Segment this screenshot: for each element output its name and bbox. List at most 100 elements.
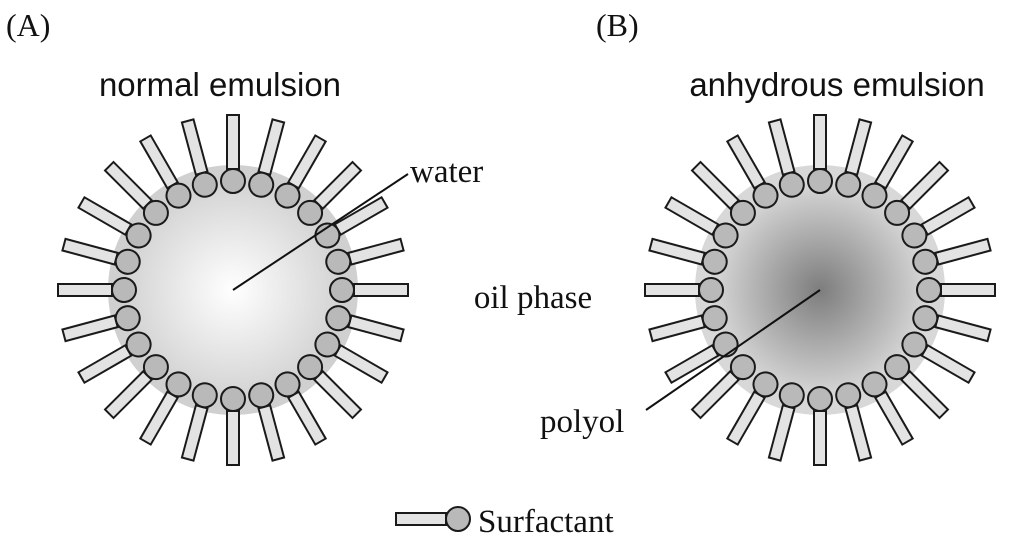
surfactant-head <box>165 182 192 209</box>
panel-a-label: (A) <box>6 7 50 43</box>
surfactant-head <box>901 331 928 358</box>
surfactant-head <box>912 305 939 332</box>
surfactant-molecule-b-1 <box>916 277 996 303</box>
surfactant-head <box>752 371 779 398</box>
surfactant-head <box>114 248 141 275</box>
surfactant-molecule-a-8 <box>180 382 218 462</box>
surfactant-molecule-a-7 <box>220 386 246 466</box>
surfactant-head <box>325 248 352 275</box>
surfactant-head <box>248 171 275 198</box>
surfactant-head <box>191 382 218 409</box>
surfactant-tail <box>286 134 328 190</box>
surfactant-head <box>884 199 911 226</box>
surfactant-molecule-a-21 <box>274 134 328 209</box>
panel-a-title: normal emulsion <box>99 66 341 103</box>
surfactant-molecule-a-11 <box>77 331 152 385</box>
surfactant-molecule-b-14 <box>648 237 728 275</box>
surfactant-head <box>701 305 728 332</box>
panel-b-label: (B) <box>596 7 639 43</box>
surfactant-molecule-a-12 <box>61 305 141 343</box>
surfactant-head <box>701 248 728 275</box>
surfactant-tail <box>333 343 389 385</box>
surfactant-molecule-b-24 <box>912 237 992 275</box>
polyol-label: polyol <box>540 404 624 440</box>
surfactant-head <box>778 171 805 198</box>
surfactant-molecule-a-18 <box>180 118 218 198</box>
surfactant-head <box>220 168 246 194</box>
surfactant-molecule-a-23 <box>314 195 389 249</box>
surfactant-tail <box>61 314 119 343</box>
surfactant-molecule-b-20 <box>835 118 873 198</box>
surfactant-head <box>807 168 833 194</box>
surfactant-tail <box>180 404 209 462</box>
surfactant-molecule-b-4 <box>884 354 950 420</box>
surfactant-head <box>125 222 152 249</box>
surfactant-tail <box>920 343 976 385</box>
surfactant-head <box>729 199 756 226</box>
surfactant-tail <box>873 390 915 446</box>
water-label: water <box>410 154 483 190</box>
surfactant-molecule-a-16 <box>103 160 169 226</box>
surfactant-tail <box>77 195 133 237</box>
surfactant-tail <box>690 160 741 211</box>
surfactant-tail <box>813 410 827 466</box>
surfactant-tail <box>899 369 950 420</box>
surfactant-molecule-b-18 <box>767 118 805 198</box>
surfactant-tail <box>648 314 706 343</box>
surfactant-molecule-b-17 <box>725 134 779 209</box>
surfactant-tail <box>286 390 328 446</box>
surfactant-head <box>297 199 324 226</box>
surfactant-tail <box>873 134 915 190</box>
surfactant-head <box>314 331 341 358</box>
surfactant-tail <box>813 114 827 170</box>
surfactant-head <box>220 386 246 412</box>
surfactant-head <box>912 248 939 275</box>
legend-surfactant-label: Surfactant <box>478 504 614 540</box>
surfactant-head <box>916 277 942 303</box>
surfactant-molecule-b-10 <box>690 354 756 420</box>
droplet-a <box>57 114 409 466</box>
surfactant-molecule-a-22 <box>297 160 363 226</box>
surfactant-head <box>861 371 888 398</box>
surfactant-head <box>142 199 169 226</box>
surfactant-molecule-b-16 <box>690 160 756 226</box>
surfactant-molecule-b-6 <box>835 382 873 462</box>
surfactant-molecule-b-5 <box>861 371 915 446</box>
surfactant-head <box>114 305 141 332</box>
surfactant-molecule-a-14 <box>61 237 141 275</box>
surfactant-head <box>884 354 911 381</box>
surfactant-tail <box>644 283 700 297</box>
surfactant-head <box>807 386 833 412</box>
surfactant-molecule-b-11 <box>664 331 739 385</box>
surfactant-tail <box>333 195 389 237</box>
surfactant-molecule-a-2 <box>325 305 405 343</box>
surfactant-tail <box>312 369 363 420</box>
surfactant-head <box>191 171 218 198</box>
surfactant-tail <box>767 404 796 462</box>
panel-a: (A) normal emulsion water <box>6 7 483 466</box>
surfactant-head <box>329 277 355 303</box>
surfactant-tail <box>934 237 992 266</box>
surfactant-tail <box>664 343 720 385</box>
surfactant-tail <box>844 404 873 462</box>
legend: Surfactant <box>395 504 614 540</box>
surfactant-tail <box>180 118 209 176</box>
surfactant-tail <box>347 314 405 343</box>
surfactant-tail <box>725 134 767 190</box>
surfactant-molecule-b-23 <box>901 195 976 249</box>
surfactant-tail <box>61 237 119 266</box>
surfactant-tail <box>353 283 409 297</box>
surfactant-tail <box>77 343 133 385</box>
surfactant-molecule-b-9 <box>725 371 779 446</box>
surfactant-tail <box>940 283 996 297</box>
surfactant-tail <box>648 237 706 266</box>
surfactant-molecule-a-17 <box>138 134 192 209</box>
surfactant-head <box>297 354 324 381</box>
surfactant-tail <box>690 369 741 420</box>
panel-b-title: anhydrous emulsion <box>689 66 984 103</box>
surfactant-head <box>125 331 152 358</box>
surfactant-molecule-b-22 <box>884 160 950 226</box>
water-leader-line <box>232 173 409 291</box>
surfactant-molecule-a-15 <box>77 195 152 249</box>
